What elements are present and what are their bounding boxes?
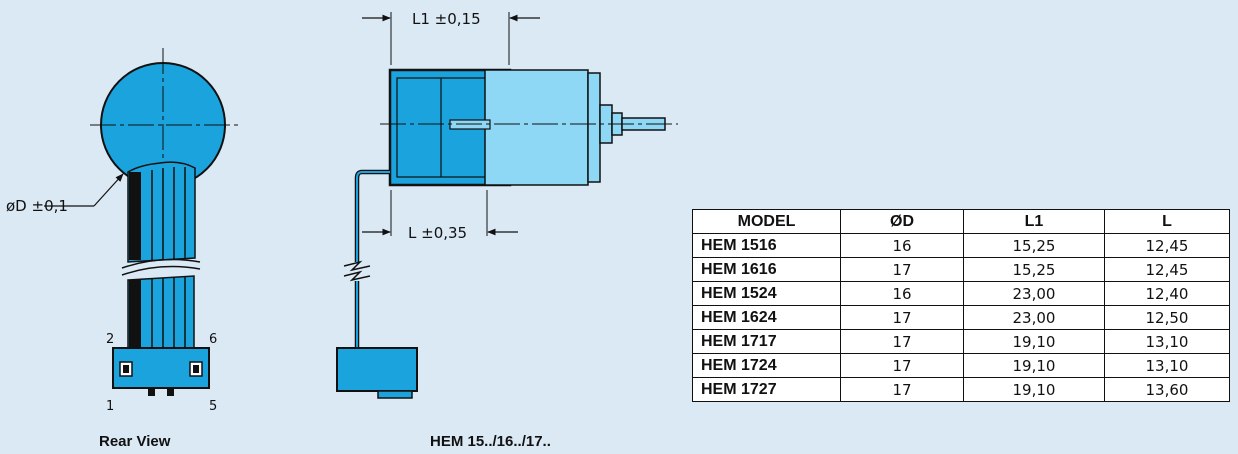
l1-dimension-label: L1 ±0,15: [412, 10, 481, 28]
table-header-row: MODEL ØD L1 L: [692, 209, 1230, 234]
cell-l1: 23,00: [963, 305, 1105, 330]
cell-diameter: 16: [840, 233, 964, 258]
table-row: HEM 1727 17 19,10 13,60: [692, 377, 1230, 402]
table-row: HEM 1624 17 23,00 12,50: [692, 305, 1230, 330]
cell-l: 12,50: [1104, 305, 1230, 330]
table-row: HEM 1516 16 15,25 12,45: [692, 233, 1230, 258]
header-diameter: ØD: [840, 209, 964, 234]
cell-l: 13,60: [1104, 377, 1230, 402]
motor-rear: [484, 69, 589, 186]
connector: [112, 347, 210, 396]
cell-diameter: 17: [840, 329, 964, 354]
table-row: HEM 1616 17 15,25 12,45: [692, 257, 1230, 282]
cell-l1: 19,10: [963, 377, 1105, 402]
cell-diameter: 17: [840, 377, 964, 402]
model-spec-table: MODEL ØD L1 L HEM 1516 16 15,25 12,45 HE…: [692, 209, 1230, 402]
cell-diameter: 17: [840, 305, 964, 330]
l-dimension-label: L ±0,35: [408, 224, 467, 242]
side-connector: [336, 347, 418, 392]
table-row: HEM 1724 17 19,10 13,10: [692, 353, 1230, 378]
cell-model: HEM 1524: [692, 281, 841, 306]
pin-label-1: 1: [106, 399, 114, 414]
pin-label-2: 2: [106, 332, 114, 347]
cell-model: HEM 1616: [692, 257, 841, 282]
pin-label-5: 5: [209, 399, 217, 414]
cell-diameter: 16: [840, 281, 964, 306]
cell-l: 13,10: [1104, 329, 1230, 354]
table-row: HEM 1717 17 19,10 13,10: [692, 329, 1230, 354]
cell-l1: 19,10: [963, 353, 1105, 378]
cell-l: 12,45: [1104, 233, 1230, 258]
cell-model: HEM 1717: [692, 329, 841, 354]
cell-l1: 15,25: [963, 257, 1105, 282]
side-cable: [343, 169, 390, 348]
cell-diameter: 17: [840, 257, 964, 282]
cell-l1: 15,25: [963, 233, 1105, 258]
cell-model: HEM 1724: [692, 353, 841, 378]
cell-model: HEM 1516: [692, 233, 841, 258]
table-row: HEM 1524 16 23,00 12,40: [692, 281, 1230, 306]
cell-l: 13,10: [1104, 353, 1230, 378]
rear-view: 2 6 1 5 øD ±0,1 Rear View: [6, 48, 238, 450]
side-view: L1 ±0,15 L ±0,35 HEM 15../16../17..: [336, 10, 678, 450]
header-model: MODEL: [692, 209, 841, 234]
cell-l: 12,45: [1104, 257, 1230, 282]
cell-l1: 23,00: [963, 281, 1105, 306]
side-view-caption: HEM 15../16../17..: [430, 433, 551, 450]
pin-label-6: 6: [209, 332, 217, 347]
rear-view-caption: Rear View: [99, 433, 171, 450]
cell-model: HEM 1624: [692, 305, 841, 330]
diameter-label: øD ±0,1: [6, 197, 68, 215]
cell-l1: 19,10: [963, 329, 1105, 354]
header-l1: L1: [963, 209, 1105, 234]
ribbon-cable: [121, 161, 201, 356]
header-l: L: [1104, 209, 1230, 234]
cell-diameter: 17: [840, 353, 964, 378]
cell-l: 12,40: [1104, 281, 1230, 306]
cell-model: HEM 1727: [692, 377, 841, 402]
